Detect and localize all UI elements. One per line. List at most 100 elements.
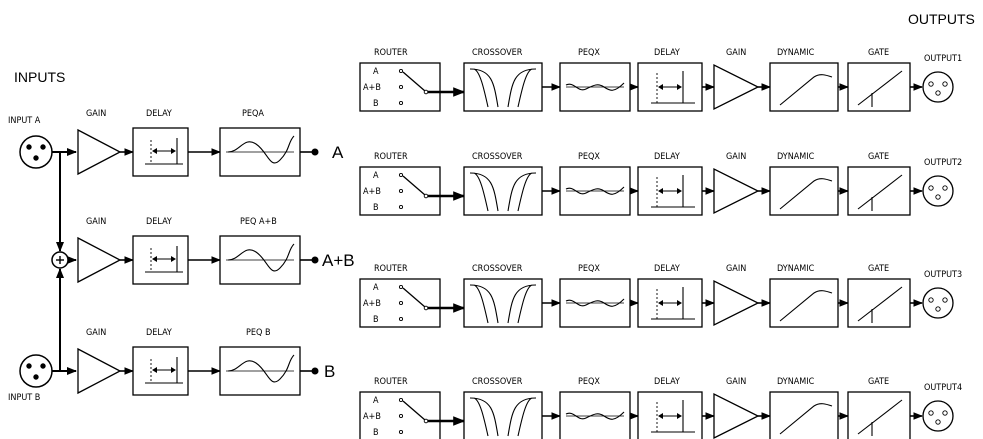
peq-label: PEQA bbox=[242, 109, 264, 119]
delay-label: DELAY bbox=[146, 109, 172, 119]
router-option-label: A bbox=[373, 396, 379, 406]
peq-curve-icon bbox=[226, 354, 295, 383]
gate-block bbox=[847, 391, 911, 439]
router-option-label: B bbox=[373, 203, 379, 213]
peq-label: PEQ A+B bbox=[240, 217, 277, 227]
router-contact-icon bbox=[398, 316, 404, 322]
router-label: ROUTER bbox=[374, 264, 408, 274]
gate-label: GATE bbox=[868, 152, 889, 162]
router-contact-icon bbox=[398, 204, 404, 210]
router-contact-icon bbox=[398, 397, 404, 403]
dynamic-label: DYNAMIC bbox=[777, 152, 815, 162]
peqx-block bbox=[559, 391, 631, 439]
crossover-curve-icon bbox=[469, 397, 537, 437]
gate-block bbox=[847, 166, 911, 216]
compressor-curve-icon bbox=[779, 290, 833, 322]
gain-amplifier-icon bbox=[77, 236, 122, 284]
output-label: OUTPUT4 bbox=[924, 383, 962, 393]
peqx-label: PEQX bbox=[578, 152, 600, 162]
delay-icon bbox=[145, 138, 183, 165]
router-option-label: A+B bbox=[363, 83, 381, 93]
dynamic-block bbox=[769, 166, 839, 216]
peqx-curve-icon bbox=[565, 82, 625, 91]
output-connector-icon bbox=[922, 175, 954, 207]
input-wiring bbox=[52, 148, 77, 375]
dynamic-label: DYNAMIC bbox=[777, 377, 815, 387]
gate-curve-icon bbox=[857, 174, 903, 211]
delay-icon bbox=[651, 175, 695, 208]
router-contact-icon bbox=[398, 284, 404, 290]
peq-curve-icon bbox=[226, 135, 295, 164]
output-connector-icon bbox=[922, 400, 954, 432]
router-option-label: A bbox=[373, 171, 379, 181]
router-contact-icon bbox=[398, 172, 404, 178]
peqx-curve-icon bbox=[565, 298, 625, 307]
crossover-label: CROSSOVER bbox=[472, 152, 523, 162]
gain-amplifier-icon bbox=[713, 392, 760, 439]
compressor-curve-icon bbox=[779, 74, 833, 106]
gain-amplifier-icon bbox=[713, 63, 760, 111]
gate-label: GATE bbox=[868, 264, 889, 274]
inputs-heading: INPUTS bbox=[14, 69, 65, 85]
bus-label: A bbox=[332, 143, 344, 162]
router-switch-icon bbox=[402, 71, 426, 92]
gain-label: GAIN bbox=[726, 377, 746, 387]
output-connector-icon bbox=[922, 287, 954, 319]
input-row-a: GAIN DELAY PEQA A bbox=[77, 109, 344, 177]
bus-label: A+B bbox=[322, 251, 355, 270]
delay-label: DELAY bbox=[654, 264, 680, 274]
peqx-label: PEQX bbox=[578, 48, 600, 58]
router-contact-icon bbox=[398, 100, 404, 106]
peqx-label: PEQX bbox=[578, 264, 600, 274]
input-row-ab: GAIN DELAY PEQ A+B A+B bbox=[77, 217, 355, 285]
router-switch-icon bbox=[402, 175, 426, 196]
gain-label: GAIN bbox=[726, 48, 746, 58]
delay-label: DELAY bbox=[654, 48, 680, 58]
delay-block bbox=[132, 235, 189, 285]
crossover-label: CROSSOVER bbox=[472, 377, 523, 387]
input-a-label: INPUT A bbox=[8, 116, 41, 126]
router-contact-icon bbox=[398, 429, 404, 435]
gate-block bbox=[847, 62, 911, 112]
router-option-label: B bbox=[373, 315, 379, 325]
router-contact-icon bbox=[398, 84, 404, 90]
gain-amplifier-icon bbox=[713, 167, 760, 215]
router-label: ROUTER bbox=[374, 377, 408, 387]
gate-curve-icon bbox=[857, 399, 903, 436]
delay-icon bbox=[651, 287, 695, 320]
delay-label: DELAY bbox=[654, 152, 680, 162]
gate-label: GATE bbox=[868, 48, 889, 58]
crossover-label: CROSSOVER bbox=[472, 48, 523, 58]
router-contact-icon bbox=[398, 413, 404, 419]
gate-curve-icon bbox=[857, 286, 903, 323]
output-label: OUTPUT3 bbox=[924, 270, 962, 280]
output-label: OUTPUT1 bbox=[924, 54, 962, 64]
compressor-curve-icon bbox=[779, 178, 833, 210]
router-option-label: A bbox=[373, 67, 379, 77]
crossover-curve-icon bbox=[469, 284, 537, 324]
output-channels: ROUTER A A+B B CROSSOVER PEQX DELAY GAIN DYNAMIC… bbox=[359, 48, 962, 439]
summing-junction-icon bbox=[51, 251, 69, 269]
router-label: ROUTER bbox=[374, 48, 408, 58]
router-option-label: A+B bbox=[363, 187, 381, 197]
delay-icon bbox=[651, 71, 695, 104]
gate-curve-icon bbox=[857, 70, 903, 107]
input-row-b: GAIN DELAY PEQ B B bbox=[77, 328, 335, 396]
router-option-label: A+B bbox=[363, 299, 381, 309]
dynamic-block bbox=[769, 391, 839, 439]
delay-icon bbox=[145, 357, 183, 384]
input-a-connector-icon bbox=[19, 135, 53, 169]
gate-label: GATE bbox=[868, 377, 889, 387]
delay-label: DELAY bbox=[146, 217, 172, 227]
input-processing-rows: GAIN DELAY PEQA A bbox=[77, 109, 355, 396]
gain-amplifier-icon bbox=[77, 347, 122, 395]
gain-label: GAIN bbox=[86, 109, 106, 119]
dynamic-block bbox=[769, 278, 839, 328]
gain-label: GAIN bbox=[86, 217, 106, 227]
dynamic-block bbox=[769, 62, 839, 112]
delay-block bbox=[132, 346, 189, 396]
router-option-label: A bbox=[373, 283, 379, 293]
